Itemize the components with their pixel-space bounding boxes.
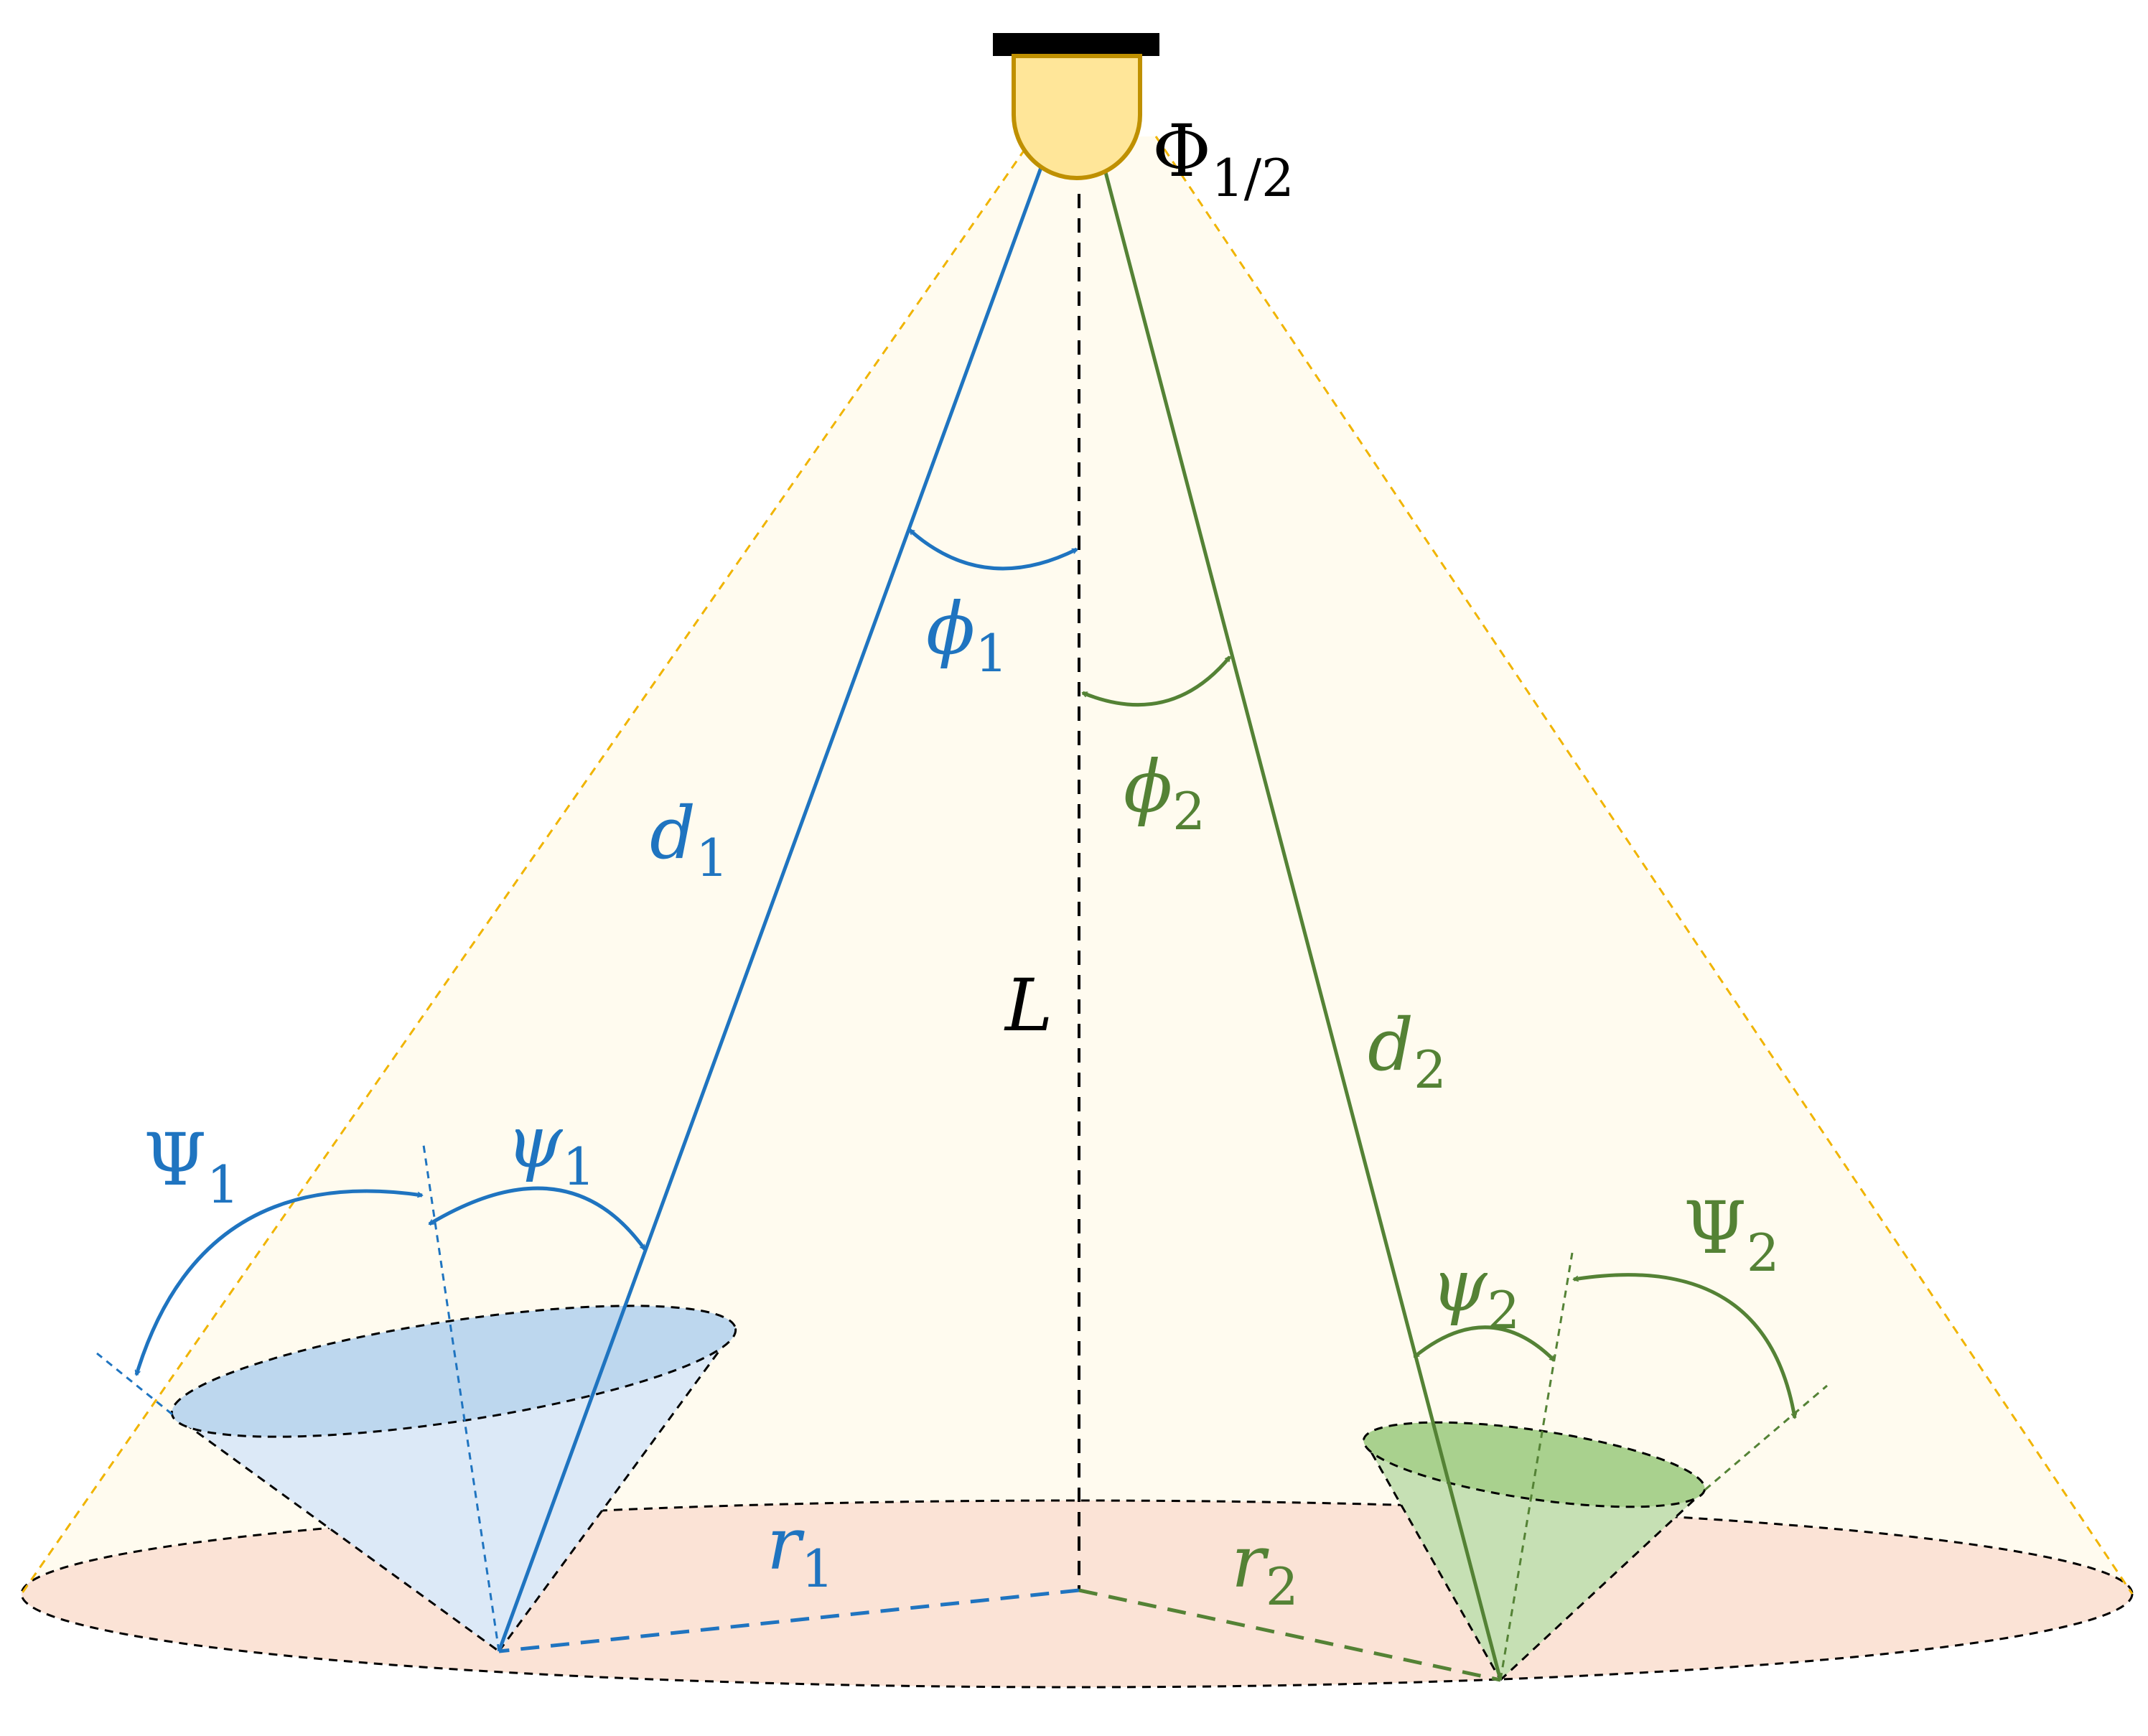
label-psi1: ψ1 — [506, 1100, 595, 1197]
label-L: L — [1004, 963, 1052, 1047]
ceiling-mount — [993, 33, 1159, 56]
label-half-power-angle: Φ1/2 — [1152, 109, 1294, 208]
receiver2-fov-top — [1362, 1421, 1706, 1508]
label-phi2: ϕ2 — [1124, 745, 1205, 841]
r1-line — [498, 1588, 1080, 1653]
label-d2: d2 — [1368, 1003, 1447, 1100]
beam-edge-right — [1154, 136, 2134, 1595]
ray-d2 — [1103, 172, 1503, 1681]
label-Psi1: Ψ1 — [144, 1118, 240, 1215]
label-r1: r1 — [767, 1502, 834, 1599]
label-phi1: ϕ1 — [926, 587, 1008, 683]
label-d1: d1 — [650, 791, 729, 888]
psi2-angle-arc — [1414, 1325, 1556, 1362]
psi1-angle-arc — [429, 1186, 647, 1249]
ray-d1 — [497, 163, 1045, 1652]
receiver2-fov-edge-ext — [1704, 1384, 1828, 1491]
Psi2-angle-arc — [1574, 1273, 1795, 1418]
phi2-angle-arc — [1083, 655, 1231, 707]
receiver1-fov-edge-ext — [96, 1352, 173, 1416]
phi1-angle-arc — [908, 528, 1077, 571]
label-r2: r2 — [1231, 1520, 1299, 1617]
Psi1-angle-arc — [136, 1189, 422, 1375]
led-transmitter — [1012, 54, 1142, 180]
r2-line — [1078, 1588, 1501, 1682]
label-Psi2: Ψ2 — [1684, 1186, 1780, 1283]
label-psi2: ψ2 — [1431, 1243, 1520, 1340]
